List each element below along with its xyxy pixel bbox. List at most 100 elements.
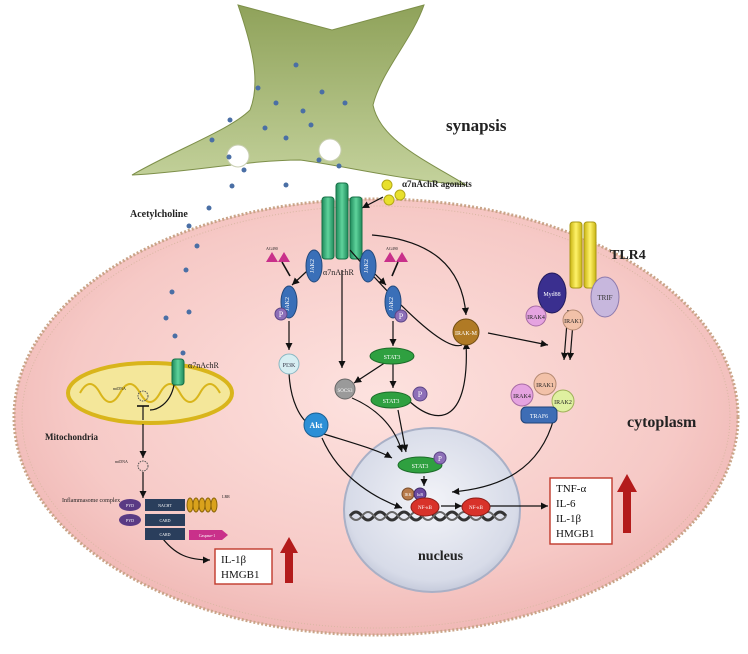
lrr-coil [186,497,218,513]
pyd-2-label: PYD [126,518,134,523]
p-nuc-label: P [438,455,442,463]
inflammasome-out-1: IL-1β [221,554,247,566]
mtdna-circle [137,390,149,402]
acetylcholine-label: Acetylcholine [130,209,188,220]
tlr4-label: TLR4 [610,248,646,263]
tlr4-receptor [569,221,597,289]
synapsis-label: synapsis [446,116,507,135]
nfkb-node [461,497,491,517]
ikk-label: IKK [404,492,411,497]
acetylcholine-dots [163,62,348,356]
cytokine-box [549,477,613,545]
cytokine-3: IL-1β [556,513,582,525]
mtdna-2-label: mtDNA [115,459,128,464]
jak2-node [305,249,323,283]
vesicle [318,138,342,162]
lrr-label: LRR [222,494,230,499]
card-2-label: CARD [159,532,170,537]
stat3-mid-node [370,391,412,409]
ag490-left-label: AG490 [266,246,278,251]
p-left-label: P [279,310,284,319]
phospho-node [394,309,408,323]
pi3k-node [278,353,300,375]
mito-receptor [171,358,185,386]
inflammasome-label-text: Inflammasome complex [62,497,120,504]
irak4-top-label: IRAK4 [527,315,545,321]
pyd-1-label: PYD [126,503,134,508]
card-1-node [145,514,185,526]
pyd-1-node [119,499,141,511]
a7nachr-receptor [321,182,363,260]
nucleus-label: nucleus [418,549,464,564]
traf6-node [520,406,558,424]
irak1-top-label: IRAK1 [564,319,582,325]
irak1-mid-label: IRAK1 [536,383,554,389]
myd88-label: Myd88 [543,292,560,298]
irak2-node [551,389,575,413]
traf6-label: TRAF6 [530,414,548,420]
agonist-arrow [361,196,384,209]
jak2-node [359,249,377,283]
mtdna-circle [137,460,149,472]
cytokine-4: HMGB1 [556,528,595,540]
inflammasome-output-box [214,548,273,585]
caspase1-node [189,530,228,540]
irakm-node [452,318,480,346]
nfkb-node [410,497,440,517]
socs3-node [334,378,356,400]
jak2-c-label: JAK2 [285,297,291,311]
mito-receptor-label: α7nAchR [188,361,220,370]
irak4-top-node [525,305,547,327]
stat3-nucleus-node [397,456,443,474]
nfkb-2-label: NF-κB [469,506,484,511]
phospho-node [274,307,288,321]
mitochondria [66,361,234,425]
cytokine-2: IL-6 [556,498,576,510]
card-2-node [145,528,185,540]
synapse-terminal [131,4,467,186]
stat3-nucleus-label: STAT3 [412,464,429,470]
nacht-node [145,499,185,511]
phospho-node [433,451,447,465]
trif-label: TRIF [597,294,612,302]
akt-label: Akt [310,421,323,430]
p-right-label: P [399,312,404,321]
up-arrow-right [617,474,637,533]
mtdna-1-label: mtDNA [113,386,126,391]
pyd-2-node [119,514,141,526]
irak4-mid-node [510,383,534,407]
agonists-label: α7nAchR agonists [402,179,472,189]
p-stat3-label: P [418,390,423,399]
jak2-a-label: JAK2 [310,259,316,273]
jak2-b-label: JAK2 [364,259,370,273]
pi3k-label: PI3K [283,363,296,369]
akt-node [303,412,329,438]
myd88-node [537,272,567,314]
irak1-mid-node [533,372,557,396]
card-1-label: CARD [159,518,170,523]
phospho-node [412,386,428,402]
ag490-left-icon [266,252,290,262]
irak4-mid-label: IRAK4 [513,394,531,400]
cytoplasm-label: cytoplasm [627,414,697,431]
ikb-label: IκB [417,492,423,497]
socs3-label: SOCS3 [337,389,353,394]
inflammasome-label: Inflammasome complex [62,497,120,504]
nacht-label: NACHT [158,503,172,508]
inflammasome-out-2: HMGB1 [221,569,260,581]
cell-membrane-inner [21,205,731,629]
irak2-label: IRAK2 [554,400,572,406]
pathway-arrows [137,234,575,564]
mitochondria-label: Mitochondria [45,432,98,442]
irakm-label: IRAK-M [455,331,478,337]
cytokine-1: TNF-α [556,483,586,495]
stat3-top-label: STAT3 [384,355,401,361]
jak2-node [384,285,402,319]
ag490-right-icon [384,252,408,262]
up-arrow-left [280,537,298,583]
nfkb-1-label: NF-κB [418,506,433,511]
ag490-right-label: AG490 [386,246,398,251]
trif-node [590,276,620,318]
